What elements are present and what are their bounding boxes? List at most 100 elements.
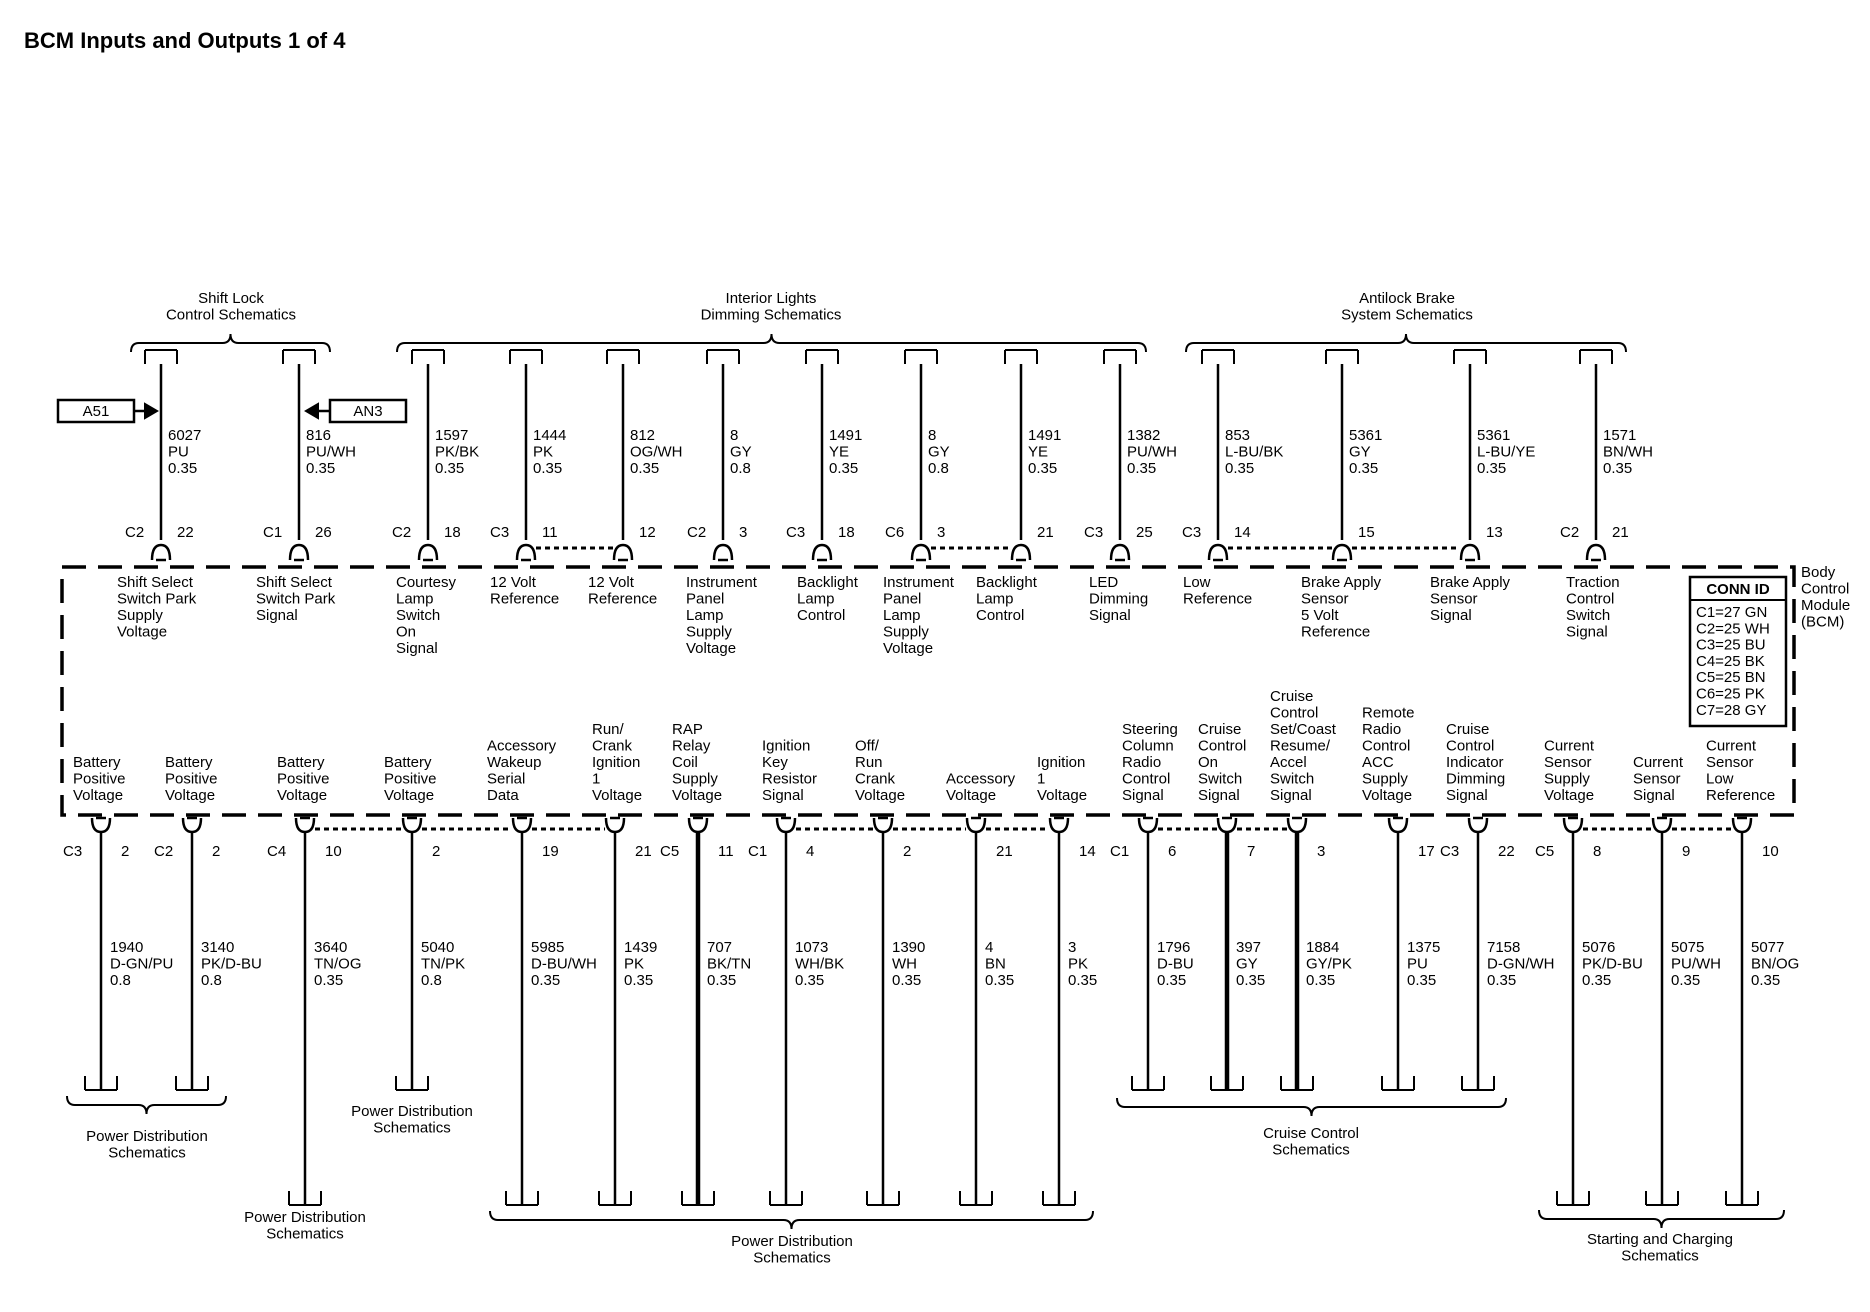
wire-label: 0.35	[630, 460, 659, 477]
pin-function-label: Radio	[1122, 754, 1161, 771]
pin-function-label: Battery	[384, 754, 432, 771]
bottom-group-label: Starting and Charging	[1587, 1231, 1733, 1248]
top-group-brace	[396, 333, 1147, 353]
pin-number: 18	[838, 524, 855, 541]
wire-label: 0.35	[1225, 460, 1254, 477]
pin-number: 2	[903, 843, 911, 860]
pin-function-label: Lamp	[883, 607, 921, 624]
pin-cavity	[1010, 543, 1032, 561]
wire-label: D-BU	[1157, 956, 1194, 973]
pin-function-label: 12 Volt	[588, 574, 635, 591]
connector-terminal	[959, 1191, 993, 1206]
pin-number: 10	[1762, 843, 1779, 860]
pin-function-label: Dimming	[1446, 771, 1505, 788]
wire-label: PK/D-BU	[201, 956, 262, 973]
pin-function-label: Positive	[384, 771, 437, 788]
connector-terminal	[606, 349, 640, 364]
connector-terminal	[1201, 349, 1235, 364]
pin-cavity	[910, 543, 932, 561]
pin-function-label: Switch Park	[256, 591, 336, 608]
wire-label: 0.35	[1751, 972, 1780, 989]
connector-terminal	[175, 1076, 209, 1091]
pin-function-label: Wakeup	[487, 754, 541, 771]
wire-label: 5985	[531, 939, 564, 956]
pin-function-label: Reference	[1301, 624, 1370, 641]
pin-function-label: Set/Coast	[1270, 721, 1337, 738]
wire-label: 6027	[168, 427, 201, 444]
pin-function-label: Ignition	[762, 738, 810, 755]
pin-function-label: Positive	[165, 771, 218, 788]
wire-label: PK	[624, 956, 644, 973]
wire-label: 4	[985, 939, 993, 956]
pin-number: 7	[1247, 843, 1255, 860]
wire-label: 0.35	[1157, 972, 1186, 989]
wire-label: 5361	[1349, 427, 1382, 444]
pin-cavity	[872, 817, 894, 834]
wire-label: WH/BK	[795, 956, 844, 973]
connector-terminal	[1461, 1076, 1495, 1091]
connector-id: C3	[1182, 524, 1201, 541]
pin-cavity	[1216, 817, 1238, 834]
pin-function-label: On	[396, 624, 416, 641]
pin-number: 2	[212, 843, 220, 860]
wire-label: 1390	[892, 939, 925, 956]
pin-number: 9	[1682, 843, 1690, 860]
wire-label: D-GN/PU	[110, 956, 173, 973]
pin-cavity	[90, 817, 112, 834]
wire-label: 8	[730, 427, 738, 444]
pin-function-label: Switch	[1198, 771, 1242, 788]
wire-label: 0.35	[892, 972, 921, 989]
wire-label: 5040	[421, 939, 454, 956]
pin-function-label: Voltage	[946, 787, 996, 804]
wire-label: 1796	[1157, 939, 1190, 956]
bottom-group-label: Power Distribution	[731, 1233, 853, 1250]
pin-function-label: Lamp	[396, 591, 434, 608]
pin-function-label: Low	[1183, 574, 1211, 591]
pin-function-label: 12 Volt	[490, 574, 537, 591]
wire-label: TN/OG	[314, 956, 362, 973]
pin-function-label: Accel	[1270, 754, 1307, 771]
pin-function-label: Voltage	[686, 640, 736, 657]
connector-terminal	[681, 1191, 715, 1206]
pin-number: 3	[739, 524, 747, 541]
pin-function-label: Switch	[1270, 771, 1314, 788]
pin-cavity	[288, 543, 310, 561]
pin-cavity	[150, 543, 172, 561]
bottom-group-label: Schematics	[1621, 1248, 1699, 1265]
wire-label: PK/D-BU	[1582, 956, 1643, 973]
wire-label: 0.35	[1487, 972, 1516, 989]
pin-function-label: Instrument	[686, 574, 758, 591]
pin-function-label: Radio	[1362, 721, 1401, 738]
wire-label: 0.35	[531, 972, 560, 989]
top-group-label: Interior Lights	[726, 290, 817, 307]
pin-cavity	[1331, 543, 1353, 561]
top-group-label: Shift Lock	[198, 290, 264, 307]
wire-label: YE	[1028, 444, 1048, 461]
wire-label: 0.35	[1349, 460, 1378, 477]
pin-function-label: 1	[1037, 771, 1045, 788]
pin-function-label: Voltage	[1037, 787, 1087, 804]
pin-function-label: Instrument	[883, 574, 955, 591]
pin-function-label: Signal	[1198, 787, 1240, 804]
wire-label: 3640	[314, 939, 347, 956]
pin-function-label: Accessory	[946, 771, 1016, 788]
pin-function-label: RAP	[672, 721, 703, 738]
pin-number: 21	[996, 843, 1013, 860]
wire-label: PU/WH	[306, 444, 356, 461]
pin-function-label: Signal	[762, 787, 804, 804]
connector-terminal	[1131, 1076, 1165, 1091]
pin-function-label: Low	[1706, 771, 1734, 788]
pin-number: 3	[1317, 843, 1325, 860]
pin-cavity	[1048, 817, 1070, 834]
wire-label: 1491	[829, 427, 862, 444]
pin-number: 22	[177, 524, 194, 541]
pin-number: 13	[1486, 524, 1503, 541]
module-label: Control	[1801, 581, 1849, 598]
pin-function-label: Reference	[1183, 591, 1252, 608]
pin-function-label: 5 Volt	[1301, 607, 1339, 624]
pin-function-label: Switch	[1566, 607, 1610, 624]
pin-function-label: Signal	[1089, 607, 1131, 624]
pin-cavity	[417, 543, 439, 561]
pin-number: 11	[718, 843, 734, 860]
wire-label: 1940	[110, 939, 143, 956]
